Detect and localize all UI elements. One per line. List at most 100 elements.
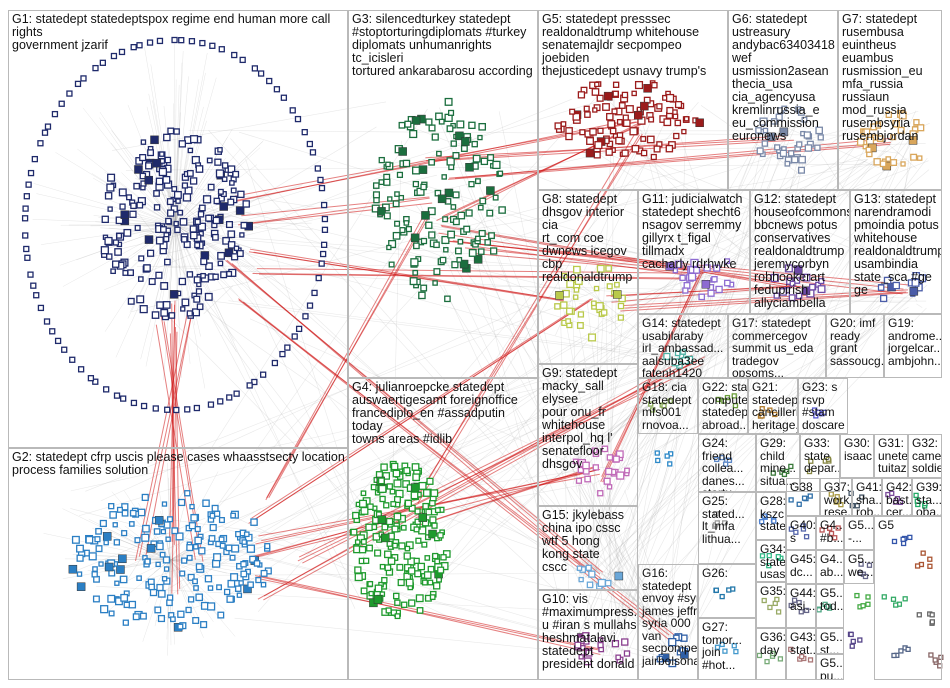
node-g2: [181, 557, 188, 564]
node-g13: [877, 284, 885, 291]
node-g1: [315, 274, 322, 282]
node-g4: [442, 550, 451, 558]
grey-edge: [174, 147, 261, 226]
node-g4: [418, 481, 427, 490]
grey-edge: [142, 559, 171, 642]
node-small-group: [764, 658, 770, 665]
node-small-group: [927, 556, 933, 562]
node-g3: [492, 194, 499, 201]
node-g3: [441, 174, 447, 180]
grey-edge: [105, 559, 171, 561]
node-g1: [200, 258, 208, 266]
node-g1: [171, 36, 178, 44]
node-g1: [58, 100, 65, 107]
grey-edge: [610, 142, 809, 656]
node-g2: [226, 595, 234, 603]
node-g6: [797, 108, 805, 116]
node-g13: [892, 281, 900, 290]
red-edge: [624, 291, 907, 309]
node-g5: [673, 132, 680, 140]
group-label-g20: G20: imf ready grant sassoucg...: [830, 316, 884, 368]
node-g3: [446, 157, 455, 166]
node-g3: [452, 152, 460, 160]
node-g3: [412, 269, 419, 276]
node-g1: [104, 236, 113, 246]
node-g3: [383, 212, 391, 220]
node-g16: [656, 655, 664, 663]
node-small-group: [859, 494, 865, 500]
grey-edge: [225, 528, 681, 663]
node-g9: [572, 458, 579, 465]
group-panel-g5a: G5... tod...: [816, 584, 844, 628]
node-small-group: [898, 648, 904, 654]
node-g1: [294, 115, 302, 123]
node-g1: [181, 182, 189, 189]
node-g4: [421, 541, 428, 548]
node-g4: [363, 557, 370, 564]
node-g3: [418, 291, 426, 300]
node-g5: [631, 144, 640, 153]
node-g2: [219, 542, 226, 549]
node-g1: [246, 382, 253, 389]
node-g9: [616, 471, 625, 480]
node-small-group: [850, 638, 856, 645]
node-small-group: [732, 402, 739, 409]
node-g6: [762, 127, 769, 134]
grey-edge: [208, 300, 704, 363]
grey-edge: [174, 224, 180, 326]
node-g2: [116, 506, 123, 513]
node-g2: [141, 493, 149, 501]
node-g1: [204, 292, 213, 301]
red-edge: [258, 273, 696, 280]
node-g2: [190, 514, 198, 522]
node-small-group: [664, 453, 670, 459]
node-small-group: [894, 495, 901, 502]
group-panel-g17: G17: statedept commercegov summit us_eda…: [728, 314, 826, 378]
node-g1: [212, 216, 221, 225]
node-small-group: [759, 553, 766, 559]
node-small-group: [858, 561, 864, 567]
grey-edge: [419, 160, 866, 550]
node-g1: [140, 402, 148, 410]
grey-edge: [429, 511, 599, 571]
node-g5: [603, 91, 613, 101]
node-g4: [381, 576, 388, 584]
node-g5: [653, 145, 661, 153]
node-g9: [575, 477, 583, 484]
node-g11: [713, 264, 721, 272]
node-g2: [217, 611, 225, 619]
node-g4: [381, 523, 389, 531]
group-panel-g14: G14: statedept usabilaraby irl_ambassad.…: [638, 314, 728, 378]
red-edge: [259, 578, 602, 652]
node-g5: [634, 111, 643, 120]
grey-edge: [169, 559, 174, 578]
grey-edge: [627, 658, 658, 669]
node-small-group: [914, 563, 921, 569]
node-g4: [352, 511, 360, 520]
node-small-group: [819, 527, 825, 533]
node-g1: [178, 140, 187, 148]
node-g1: [120, 395, 127, 402]
grey-edge: [821, 272, 903, 292]
node-g4: [365, 523, 373, 532]
node-g1: [152, 405, 159, 412]
node-g1: [104, 192, 113, 200]
group-panel-g26: G26:: [698, 564, 756, 618]
node-g11: [672, 267, 679, 274]
red-edge: [471, 252, 699, 274]
node-g4: [402, 480, 410, 488]
node-g3: [456, 120, 465, 129]
node-g3: [412, 166, 420, 175]
node-g4: [377, 515, 387, 524]
node-g1: [289, 107, 296, 114]
node-small-group: [733, 648, 739, 655]
node-g5: [602, 103, 610, 111]
grey-edge: [440, 362, 694, 574]
red-edge: [464, 247, 700, 272]
node-g12: [808, 283, 816, 291]
group-label-g45: G45: dc...: [790, 552, 816, 579]
grey-edge: [622, 287, 907, 474]
node-g12: [770, 273, 779, 283]
group-label-g5b: G5... st...: [820, 630, 844, 654]
node-g1: [257, 70, 265, 77]
